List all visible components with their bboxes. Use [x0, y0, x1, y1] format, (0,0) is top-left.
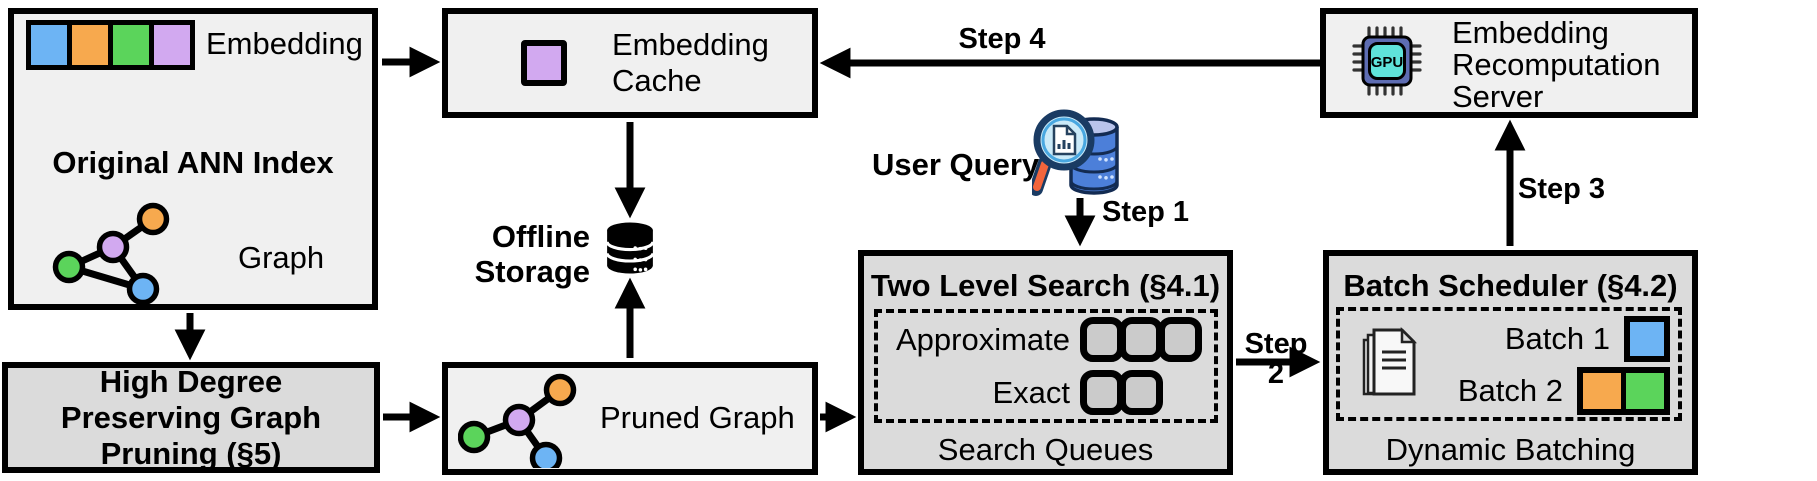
approximate-row: Approximate	[878, 313, 1214, 366]
offline-storage-label: Offline Storage	[474, 219, 590, 289]
box-original-ann-index: Embedding Original ANN Index Graph	[8, 8, 378, 310]
graph-node-green	[52, 250, 86, 284]
search-queues-footer: Search Queues	[937, 432, 1154, 467]
step-2-label: Step 2	[1244, 328, 1308, 390]
box-graph-pruning: High Degree Preserving Graph Pruning (§5…	[2, 362, 380, 473]
graph-icon	[52, 202, 170, 306]
database-icon	[605, 222, 655, 274]
box-two-level-search: Two Level Search (§4.1) Approximate Exac…	[858, 250, 1233, 475]
embedding-cache-label: Embedding Cache	[612, 27, 769, 98]
embedding-cell-blue	[31, 25, 67, 65]
box-recomputation-server: GPU Embedding Recomputation Server	[1320, 8, 1698, 118]
queue-slot	[1080, 370, 1124, 415]
embedding-cell-purple	[154, 25, 190, 65]
approximate-label: Approximate	[895, 321, 1070, 357]
step-1-label: Step 1	[1102, 196, 1190, 228]
pruned-node-green	[458, 420, 491, 454]
box-embedding-cache: Embedding Cache	[442, 8, 818, 118]
box-pruned-graph: Pruned Graph	[442, 362, 818, 475]
pruned-graph-icon	[458, 373, 577, 468]
embedding-strip	[26, 20, 195, 70]
query-magnifier-icon	[1032, 109, 1119, 196]
two-level-search-title: Two Level Search (§4.1)	[870, 268, 1221, 303]
batch2-square-green	[1626, 373, 1664, 409]
step-3-label: Step 3	[1518, 173, 1606, 205]
box-batch-scheduler: Batch Scheduler (§4.2) Batch 1 Batch 2	[1323, 250, 1698, 475]
embedding-cell-green	[113, 25, 149, 65]
queue-slot	[1158, 317, 1202, 362]
batch2-square-orange	[1583, 373, 1626, 409]
pruned-node-blue	[529, 441, 563, 468]
embedding-cell-orange	[72, 25, 108, 65]
graph-node-orange	[136, 202, 170, 236]
exact-row: Exact	[878, 366, 1214, 419]
pruned-node-orange	[543, 373, 577, 407]
step-4-label: Step 4	[958, 23, 1046, 55]
cached-embedding-square	[521, 40, 567, 86]
gpu-icon: GPU	[1352, 26, 1422, 96]
queue-slot	[1119, 317, 1163, 362]
recomputation-server-label: Embedding Recomputation Server	[1452, 15, 1661, 114]
graph-label: Graph	[238, 240, 325, 275]
batch2-squares	[1577, 367, 1670, 415]
dynamic-batching-footer: Dynamic Batching	[1385, 432, 1636, 467]
gpu-icon-label: GPU	[1371, 54, 1404, 71]
batch2-label: Batch 2	[1457, 373, 1563, 408]
search-queues-dashed-panel: Approximate Exact	[874, 309, 1218, 423]
pruned-graph-label: Pruned Graph	[600, 400, 795, 435]
user-query-label: User Query	[872, 147, 1040, 182]
graph-node-blue	[126, 272, 160, 306]
queue-slot	[1080, 317, 1124, 362]
embedding-label: Embedding	[206, 26, 363, 61]
documents-icon	[1362, 326, 1418, 396]
graph-node-purple	[96, 230, 130, 264]
approximate-queue	[1080, 317, 1202, 362]
dynamic-batching-dashed-panel: Batch 1 Batch 2	[1336, 307, 1682, 421]
graph-pruning-title: High Degree Preserving Graph Pruning (§5…	[60, 363, 322, 471]
batch1-square-blue	[1624, 316, 1670, 362]
exact-label: Exact	[992, 374, 1070, 410]
original-ann-index-title: Original ANN Index	[52, 145, 334, 180]
pruned-node-purple	[502, 403, 536, 437]
batch1-row: Batch 1	[1340, 313, 1728, 365]
exact-queue	[1080, 370, 1163, 415]
batch1-label: Batch 1	[1504, 321, 1610, 356]
queue-slot	[1119, 370, 1163, 415]
batch-scheduler-title: Batch Scheduler (§4.2)	[1343, 268, 1678, 303]
batch2-row: Batch 2	[1340, 365, 1686, 417]
